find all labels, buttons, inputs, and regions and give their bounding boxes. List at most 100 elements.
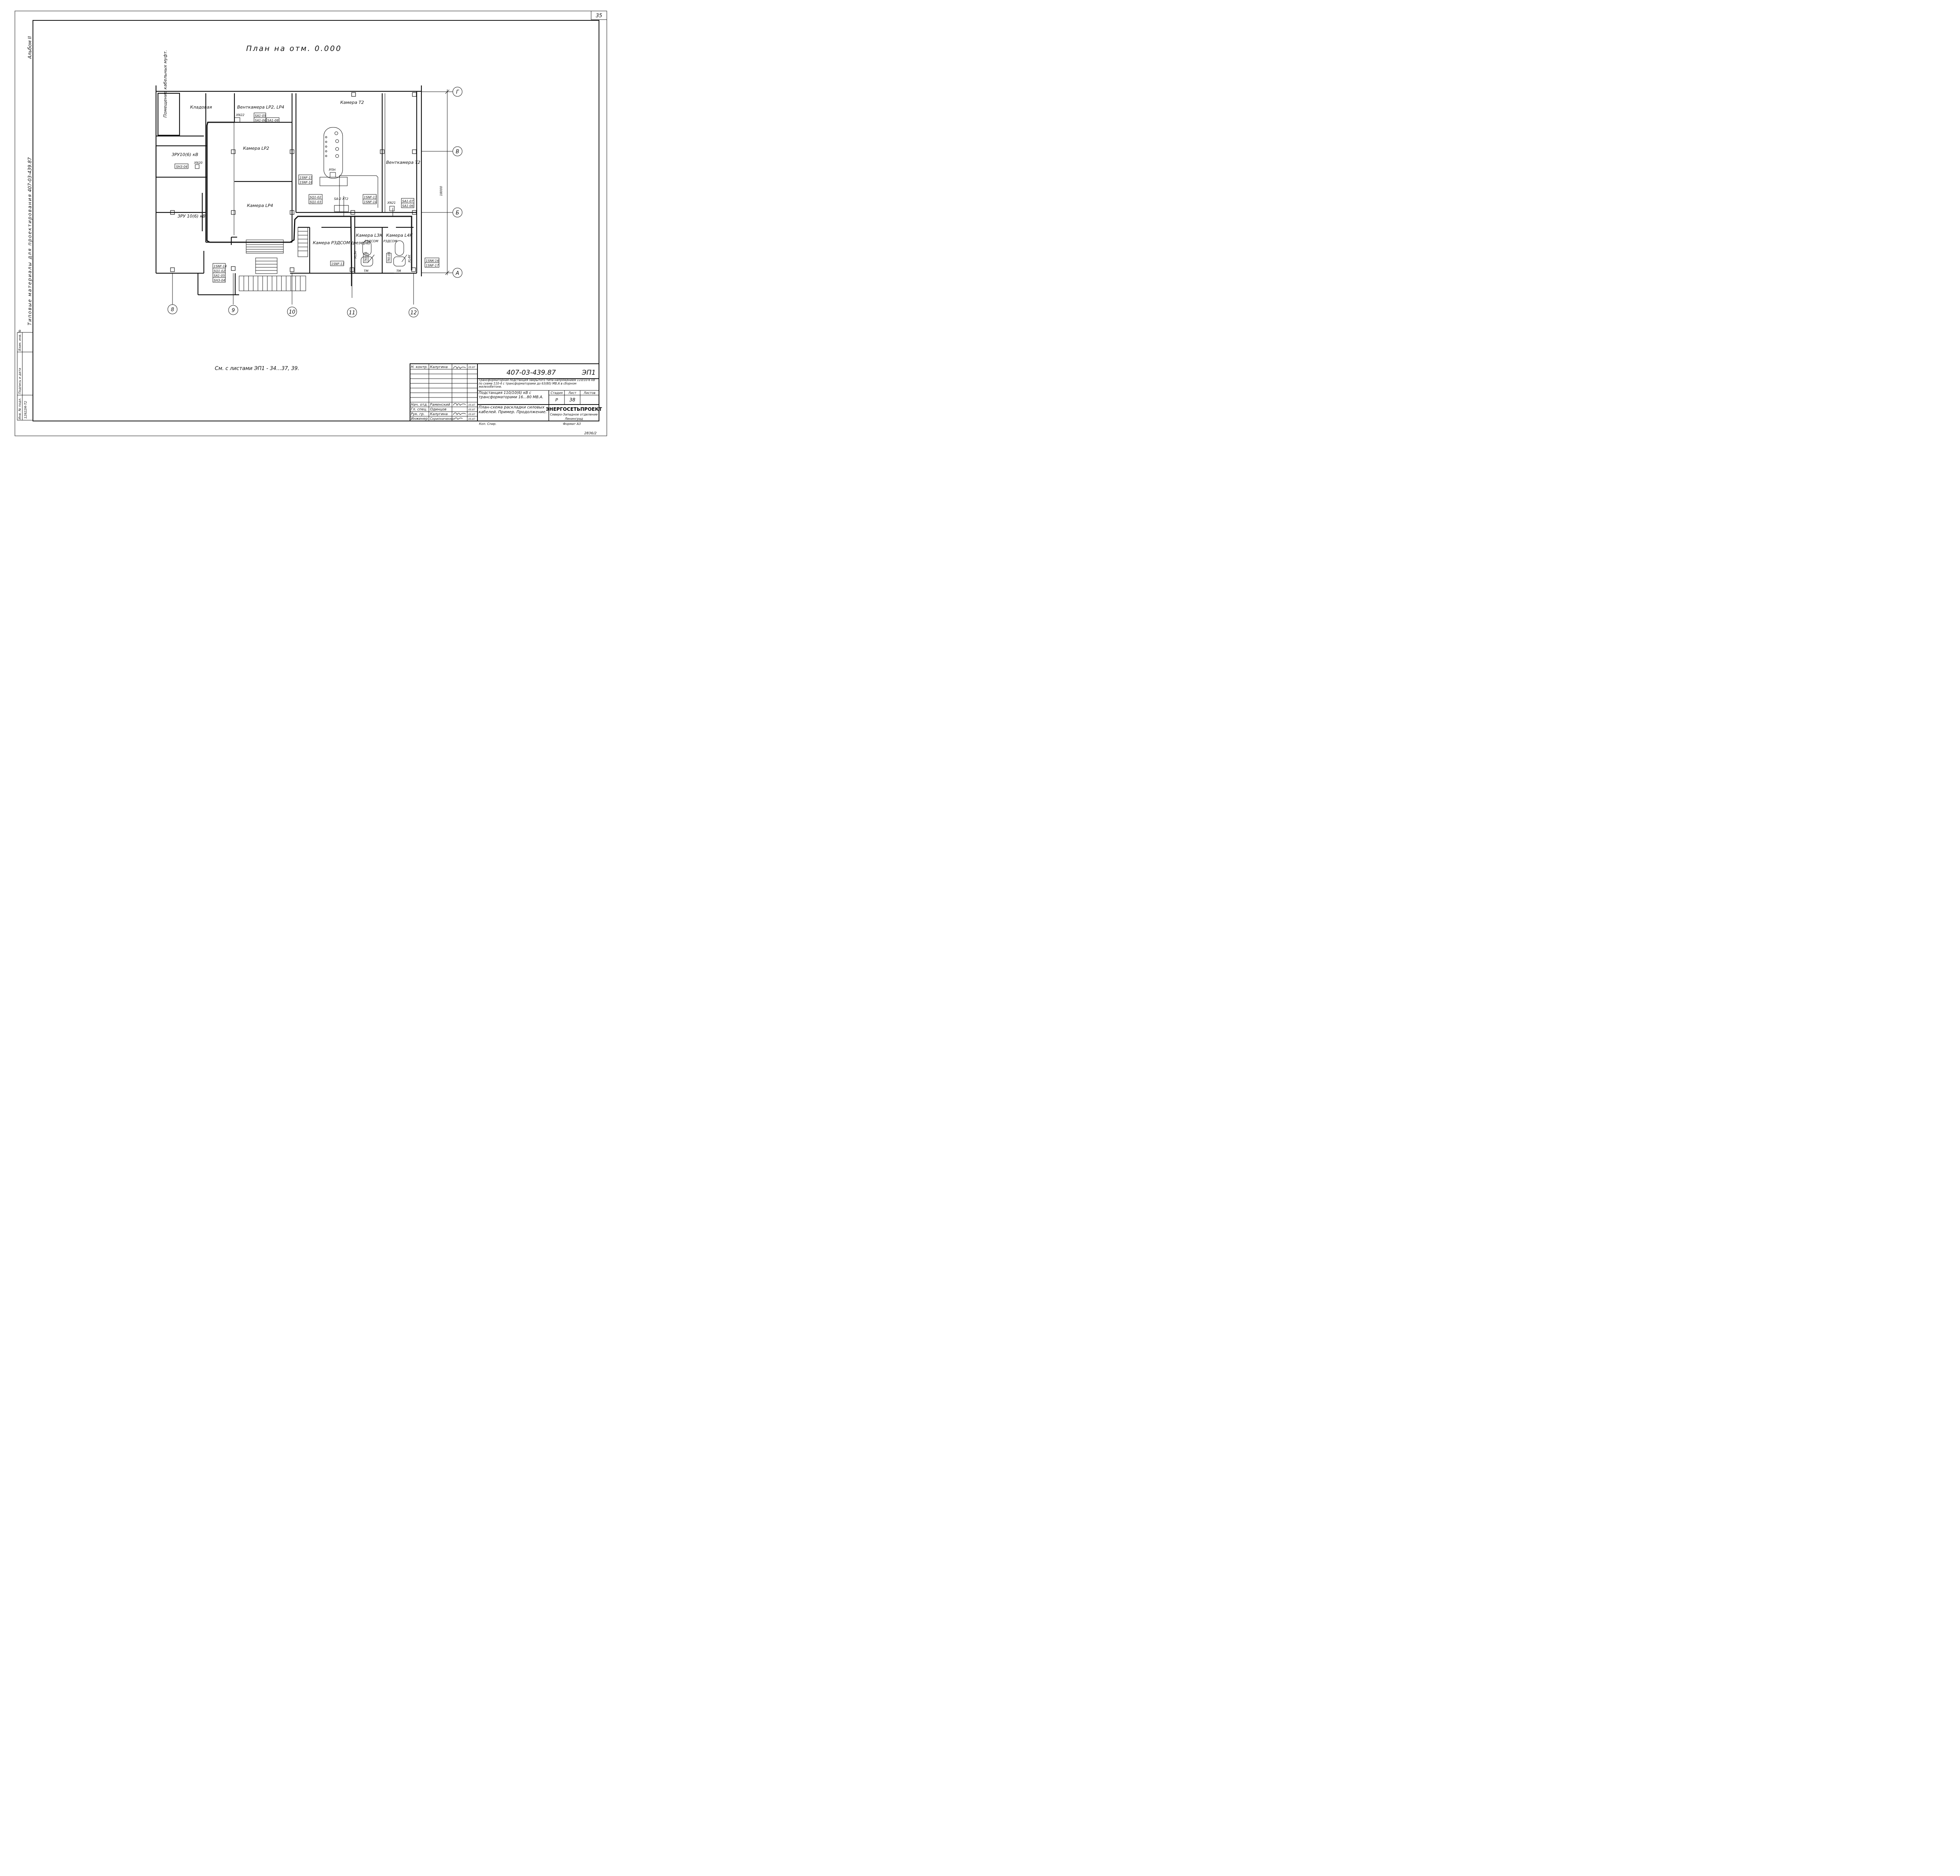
org-city: Ленинград bbox=[564, 417, 583, 421]
inv-header-3: Взам. инв. № bbox=[18, 330, 22, 351]
see-sheets-note: См. с листами ЭП1 - 34…37, 39. bbox=[215, 366, 299, 372]
inv-number: 12922М-Т2 bbox=[24, 401, 27, 419]
inv-header-2: Подпись и дата bbox=[18, 368, 22, 394]
box-xn21 bbox=[389, 206, 395, 211]
tag-sq1-02: SQ1-02 bbox=[310, 196, 321, 199]
sheet-number-box bbox=[591, 11, 607, 20]
person-date-3: 05.87 bbox=[468, 408, 475, 411]
tag-xn20: XN20 bbox=[194, 161, 203, 165]
tag-1snf-17b: 1SNF-17 bbox=[426, 264, 439, 267]
tag-xl4k: XL4K bbox=[408, 254, 411, 263]
person-role-1: Н. контр. bbox=[411, 365, 428, 369]
person-name-2: Раменский bbox=[430, 403, 450, 407]
tag-1snf-15: 1SNF-15 bbox=[299, 176, 312, 180]
label-tm-a: ТМ bbox=[364, 269, 368, 273]
room-camera-rzdsom: Камера РЗДСОМ (резерв) bbox=[313, 240, 370, 245]
axis-b: Б bbox=[456, 210, 459, 216]
person-role-2: Нач. отд. bbox=[411, 403, 428, 407]
outer-frame bbox=[15, 11, 607, 436]
tag-1snf-14b: 1SNF-14 bbox=[214, 265, 227, 268]
room-camera-t2: Камера Т2 bbox=[340, 100, 364, 105]
axis-g: Г bbox=[456, 89, 459, 95]
tag-sq1-03: SQ1-03 bbox=[310, 200, 321, 204]
stamp-code: 407-03-439.87 bbox=[506, 369, 556, 377]
plan-walls bbox=[155, 85, 422, 296]
dimension-18000: 18000 bbox=[439, 186, 443, 196]
org-branch: Северо-Западное отделение bbox=[550, 413, 598, 416]
vertical-code: 407-03-439.87 bbox=[27, 157, 33, 192]
stamp-object: Подстанция 110/10(6) кВ с трансформатора… bbox=[479, 391, 544, 399]
room-vent-t2: Венткамера Т2 bbox=[386, 160, 420, 165]
org-name: ЭНЕРГОСЕТЬПРОЕКТ bbox=[546, 406, 602, 412]
stamp-drawing: План-схема раскладки силовых кабелей. Пр… bbox=[479, 405, 547, 414]
room-zru-lower: ЗРУ 10(6) кВ bbox=[178, 214, 205, 219]
tag-1snk-16: 1SNK-16 bbox=[426, 259, 439, 263]
room-vent-lp: Венткамера LP2, LP4 bbox=[237, 105, 284, 110]
tag-sq1-02b: SQ1-02 bbox=[214, 269, 225, 273]
tag-sa1-05: SA1-05 bbox=[255, 114, 266, 118]
tag-sa1-05b: SA1-05 bbox=[214, 274, 225, 278]
person-role-4: Рук. гр. bbox=[411, 412, 425, 416]
stamp-description-wrap: Трансформаторная подстанция закрытого ти… bbox=[479, 379, 595, 388]
axis-a: А bbox=[456, 270, 459, 276]
tag-sa1-08: SA1-08 bbox=[267, 119, 279, 122]
axis-9: 9 bbox=[232, 308, 235, 314]
tag-xn21: XN21 bbox=[387, 201, 396, 205]
vertical-note: Типовые материалы для проектирования bbox=[27, 194, 33, 325]
label-tm-b: ТМ bbox=[396, 269, 401, 273]
tag-sh3-04: SH3-04 bbox=[176, 165, 187, 169]
tag-boxes bbox=[174, 112, 439, 283]
person-name-3: Одинцов bbox=[430, 408, 446, 412]
person-date-5: 05.87 bbox=[468, 418, 475, 421]
label-rzdsom-b: РЗДСОМ bbox=[383, 239, 397, 243]
person-name-4: Калугина bbox=[430, 412, 448, 416]
bottom-code: 2836/2 bbox=[584, 432, 597, 435]
staircase-lower bbox=[239, 276, 306, 291]
sheets-label: Листов bbox=[583, 391, 595, 395]
room-zru-upper: ЗРУ10(6) кВ bbox=[172, 152, 198, 157]
person-date-2: 05.87 bbox=[468, 404, 475, 406]
tag-1snf-14: 1SNF-14 bbox=[364, 200, 377, 204]
tag-tki-06: TKI-06 bbox=[387, 252, 391, 262]
sheet-value: 38 bbox=[569, 397, 575, 403]
stage-value: Р bbox=[555, 397, 558, 403]
inner-frame bbox=[33, 20, 599, 421]
axis-lines bbox=[172, 89, 453, 305]
stamp-doc: ЭП1 bbox=[581, 369, 595, 377]
format-note: Формат А3 bbox=[563, 422, 581, 426]
person-role-5: Инженер bbox=[411, 417, 428, 421]
label-rzdsom-a: РЗДСОМ bbox=[365, 239, 378, 243]
staircase-upper bbox=[246, 239, 284, 274]
plan-title: План на отм. 0.000 bbox=[246, 44, 342, 53]
sheet-number: 35 bbox=[596, 13, 603, 19]
room-camera-lp2: Камера LP2 bbox=[243, 146, 269, 151]
room-camera-l3k: Камера L3К bbox=[356, 233, 383, 238]
tag-sh3-04b: SH3-04 bbox=[214, 279, 225, 282]
stamp-drawing-wrap: План-схема раскладки силовых кабелей. Пр… bbox=[479, 405, 547, 414]
axis-8: 8 bbox=[171, 307, 174, 313]
axis-12: 12 bbox=[410, 310, 417, 316]
tag-sa1-07: SA1-07 bbox=[402, 200, 414, 203]
tag-1snf-17: 1SNF-17 bbox=[331, 262, 345, 266]
axis-markers bbox=[167, 87, 463, 318]
stamp-object-wrap: Подстанция 110/10(6) кВ с трансформатора… bbox=[479, 391, 544, 399]
tag-1snf-13: 1SNF-13 bbox=[364, 196, 377, 199]
album-label: Альбом II bbox=[27, 36, 33, 59]
tag-sa-xt2: SA-2 XT2 bbox=[334, 197, 348, 201]
stamp-description: Трансформаторная подстанция закрытого ти… bbox=[479, 379, 595, 388]
room-camera-lp4: Камера LP4 bbox=[247, 203, 273, 208]
box-sa-xt2 bbox=[334, 205, 349, 212]
title-block bbox=[410, 363, 599, 421]
tag-xn22: XN22 bbox=[236, 113, 245, 117]
room-storage: Кладовая bbox=[190, 105, 212, 110]
tag-tki-05: TKI-05 bbox=[364, 252, 368, 262]
tag-sa1-06: SA1-06 bbox=[255, 119, 266, 122]
box-xn22 bbox=[234, 117, 240, 123]
sheet-label: Лист bbox=[568, 391, 577, 395]
person-date-4: 05.87 bbox=[468, 413, 475, 416]
room-camera-l4k: Камера L4К bbox=[386, 233, 413, 238]
person-role-3: Гл. спец. bbox=[411, 408, 427, 412]
inventory-table: Взам. инв. № Подпись и дата Инв. № подл.… bbox=[17, 330, 33, 421]
tm-units bbox=[361, 240, 407, 267]
person-date-1: 05.87 bbox=[468, 366, 475, 369]
